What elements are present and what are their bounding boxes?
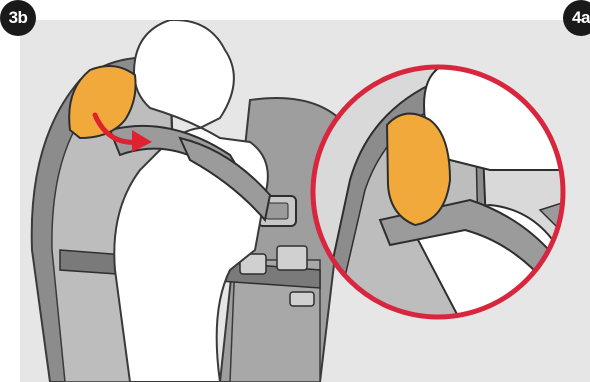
step-badge-left: 3b (0, 0, 36, 36)
car-seat-illustration (20, 20, 590, 382)
